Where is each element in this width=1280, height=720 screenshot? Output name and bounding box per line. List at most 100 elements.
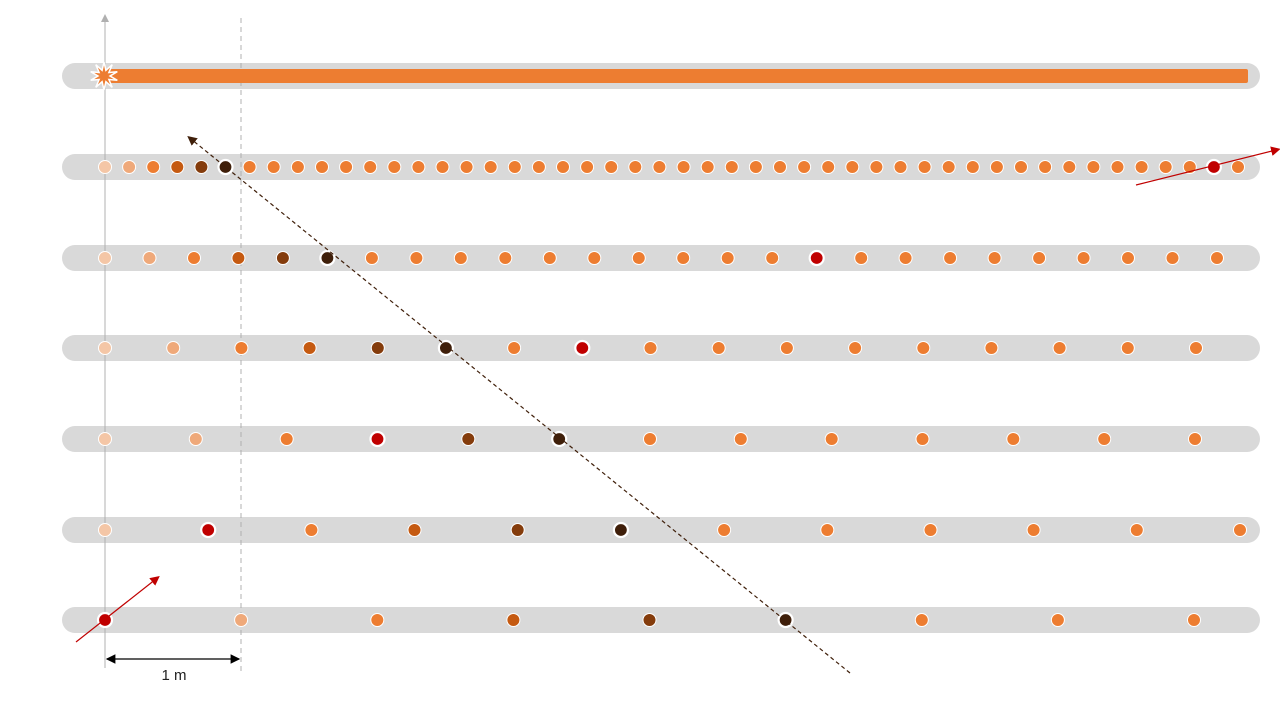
dot-row4-10-mid bbox=[915, 432, 930, 446]
dot-row3-6-dark bbox=[437, 339, 454, 357]
dot-row3-11-mid bbox=[779, 341, 794, 355]
dots-layer bbox=[96, 158, 1247, 629]
dot-row2-1-pale bbox=[98, 251, 112, 265]
dot-row2-22-mid bbox=[1032, 251, 1047, 265]
dot-row4-2-light bbox=[188, 432, 203, 446]
dot-row3-1-pale bbox=[98, 341, 112, 355]
dot-row5-2-red bbox=[200, 521, 217, 539]
dot-row3-8-red bbox=[574, 339, 591, 357]
dot-row1-4-rust bbox=[170, 160, 185, 174]
dot-row1-44-mid bbox=[1134, 160, 1149, 174]
dot-row1-33-mid bbox=[869, 160, 884, 174]
dot-row2-24-mid bbox=[1121, 251, 1135, 265]
dot-row1-45-mid bbox=[1158, 160, 1173, 174]
dot-row4-9-mid bbox=[824, 432, 839, 446]
dot-row1-14-mid bbox=[411, 160, 426, 174]
continuous-bar bbox=[110, 69, 1248, 83]
dot-row1-25-mid bbox=[676, 160, 691, 174]
dot-row4-1-pale bbox=[98, 432, 112, 446]
dot-row1-7-mid bbox=[242, 160, 257, 174]
dot-row2-7-mid bbox=[364, 251, 379, 265]
dot-row2-14-mid bbox=[676, 251, 691, 265]
dot-row2-11-mid bbox=[542, 251, 557, 265]
dot-row2-6-dark bbox=[319, 249, 336, 267]
dot-row6-6-dark bbox=[777, 611, 794, 629]
dot-row4-8-mid bbox=[733, 432, 748, 446]
dot-row4-5-brown bbox=[461, 432, 476, 446]
dot-row3-4-rust bbox=[302, 341, 317, 355]
dot-row1-30-mid bbox=[797, 160, 812, 174]
dot-row5-7-mid bbox=[717, 523, 732, 537]
dot-row3-5-brown bbox=[370, 341, 385, 355]
dot-row2-10-mid bbox=[498, 251, 513, 265]
dot-row1-8-mid bbox=[266, 160, 281, 174]
dot-row1-20-mid bbox=[556, 160, 570, 174]
dot-row3-16-mid bbox=[1120, 341, 1135, 355]
dot-row1-16-mid bbox=[459, 160, 474, 174]
dot-row1-24-mid bbox=[652, 160, 667, 174]
track-5 bbox=[62, 426, 1260, 452]
explosion-icon bbox=[90, 61, 118, 91]
dot-row6-4-rust bbox=[506, 613, 521, 627]
dot-row1-17-mid bbox=[483, 160, 498, 174]
dot-row6-7-mid bbox=[914, 613, 929, 627]
dot-row2-15-mid bbox=[720, 251, 735, 265]
dot-row1-35-mid bbox=[917, 160, 932, 174]
dot-row3-17-mid bbox=[1189, 341, 1203, 355]
dot-row3-15-mid bbox=[1052, 341, 1067, 355]
dot-row2-3-mid bbox=[187, 251, 201, 265]
dot-row5-8-mid bbox=[820, 523, 835, 537]
dot-row4-7-mid bbox=[643, 432, 657, 446]
scale-label: 1 m bbox=[161, 667, 187, 684]
red-arrow-top-right bbox=[1135, 146, 1280, 186]
track-4 bbox=[62, 335, 1260, 361]
track-6 bbox=[62, 517, 1260, 543]
dot-row6-9-mid bbox=[1187, 613, 1201, 627]
dot-row5-10-mid bbox=[1026, 523, 1041, 537]
dot-row1-10-mid bbox=[315, 160, 329, 174]
dot-row2-2-light bbox=[142, 251, 157, 265]
dot-row2-13-mid bbox=[631, 251, 646, 265]
dot-row1-48-mid bbox=[1231, 160, 1245, 174]
dot-row3-9-mid bbox=[643, 341, 658, 355]
dot-row1-34-mid bbox=[893, 160, 908, 174]
dot-row5-9-mid bbox=[923, 523, 938, 537]
dot-row2-5-brown bbox=[275, 251, 290, 265]
dot-row3-12-mid bbox=[848, 341, 863, 355]
dot-row6-8-mid bbox=[1050, 613, 1065, 627]
dot-row2-23-mid bbox=[1076, 251, 1091, 265]
dot-row3-14-mid bbox=[984, 341, 999, 355]
dot-row1-1-pale bbox=[98, 160, 112, 174]
dot-row3-2-light bbox=[166, 341, 181, 355]
dot-row1-41-mid bbox=[1062, 160, 1077, 174]
dot-row5-4-rust bbox=[407, 523, 422, 537]
dot-row1-9-mid bbox=[290, 160, 305, 174]
dot-row6-3-mid bbox=[370, 613, 385, 627]
dot-row5-6-dark bbox=[612, 521, 630, 539]
dot-row3-3-mid bbox=[234, 341, 249, 355]
track-3 bbox=[62, 245, 1260, 271]
dot-row1-40-mid bbox=[1038, 160, 1053, 174]
dot-row6-2-light bbox=[234, 613, 249, 627]
dot-row5-5-brown bbox=[510, 523, 525, 537]
dot-row1-38-mid bbox=[989, 160, 1004, 174]
dot-row5-3-mid bbox=[304, 523, 319, 537]
dot-row4-4-red bbox=[369, 430, 386, 448]
dot-row3-13-mid bbox=[916, 341, 931, 355]
dot-row2-8-mid bbox=[409, 251, 424, 265]
dot-row6-5-brown bbox=[642, 613, 657, 627]
dot-row4-12-mid bbox=[1097, 432, 1112, 446]
dot-row1-11-mid bbox=[339, 160, 354, 174]
dot-row4-3-mid bbox=[279, 432, 294, 446]
dot-row1-19-mid bbox=[531, 160, 546, 174]
diagonal-wavefront-arrow bbox=[187, 135, 851, 674]
dot-row1-22-mid bbox=[604, 160, 619, 174]
dot-row1-3-mid bbox=[146, 160, 161, 174]
dot-row1-36-mid bbox=[941, 160, 956, 174]
dot-row1-18-mid bbox=[507, 160, 522, 174]
dot-row1-2-light bbox=[122, 160, 137, 174]
dot-row5-1-pale bbox=[98, 523, 112, 537]
bar-row bbox=[90, 61, 1248, 91]
dot-row2-21-mid bbox=[987, 251, 1002, 265]
